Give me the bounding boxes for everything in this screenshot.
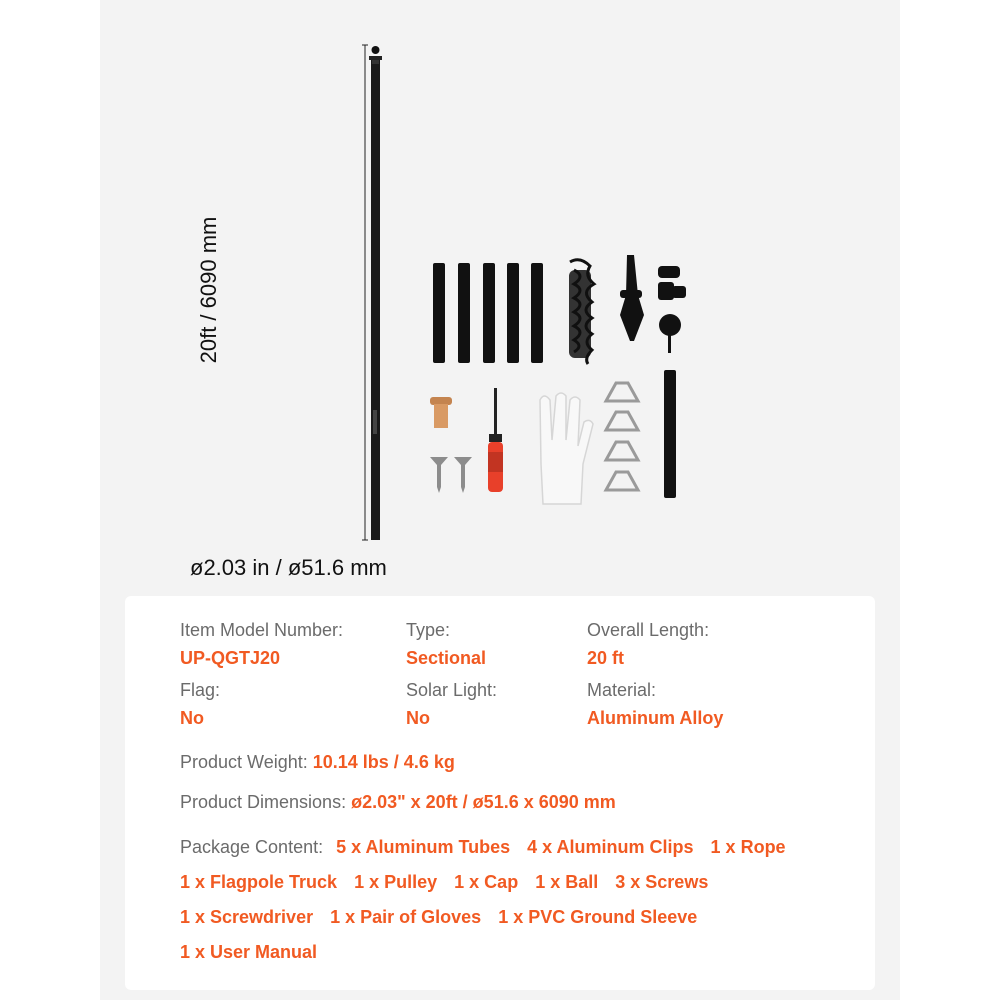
spec-card: Item Model Number: UP-QGTJ20 Type: Secti… [125,596,875,990]
package-item: 1 x Rope [710,837,786,857]
product-illustration [362,44,686,541]
package-item: 1 x Screwdriver [180,907,314,927]
dimensions-label: Product Dimensions: [180,792,347,812]
type-value: Sectional [406,648,487,668]
flag-label: Flag: [180,680,221,700]
model-number-value: UP-QGTJ20 [180,648,281,668]
flag-value: No [180,708,204,728]
rope [569,258,597,365]
overall-length-label: Overall Length: [587,620,710,640]
type-label: Type: [406,620,451,640]
screwdriver [488,388,503,492]
dimensions-value: ø2.03" x 20ft / ø51.6 x 6090 mm [351,792,616,812]
package-line-4: 1 x User Manual [180,942,329,963]
weight-row: Product Weight: 10.14 lbs / 4.6 kg [180,752,455,773]
wood-screws [430,457,472,493]
pvc-ground-sleeve [664,370,676,498]
material-value: Aluminum Alloy [587,708,724,728]
package-item: 1 x User Manual [180,942,318,962]
package-item: 3 x Screws [615,872,709,892]
aluminum-clips [603,381,641,492]
package-line-1: Package Content: 5 x Aluminum Tubes 4 x … [180,837,798,858]
package-item: 1 x Flagpole Truck [180,872,338,892]
diameter-dimension-label: ø2.03 in / ø51.6 mm [190,555,387,580]
flagpole-cleat [620,255,644,341]
package-item: 4 x Aluminum Clips [527,837,694,857]
height-dimension-label: 20ft / 6090 mm [196,216,221,364]
package-item: 1 x Pair of Gloves [330,907,482,927]
aluminum-tubes [433,263,543,363]
weight-label: Product Weight: [180,752,308,772]
solar-light-value: No [406,708,430,728]
package-item: 1 x Ball [535,872,599,892]
package-item: 5 x Aluminum Tubes [336,837,511,857]
package-item: 1 x Pulley [354,872,438,892]
weight-value: 10.14 lbs / 4.6 kg [312,752,455,772]
package-label: Package Content: [180,837,324,857]
flagpole [369,46,382,540]
overall-length-value: 20 ft [587,648,625,668]
package-line-2: 1 x Flagpole Truck 1 x Pulley 1 x Cap 1 … [180,872,720,893]
solar-light-label: Solar Light: [406,680,498,700]
dimensions-row: Product Dimensions: ø2.03" x 20ft / ø51.… [180,792,616,813]
height-dimension-line [362,44,368,541]
package-item: 1 x PVC Ground Sleeve [498,907,698,927]
package-item: 1 x Cap [454,872,519,892]
material-label: Material: [587,680,657,700]
gloves [539,392,594,505]
pulley-cap-ball [658,266,686,353]
model-number-label: Item Model Number: [180,620,344,640]
package-line-3: 1 x Screwdriver 1 x Pair of Gloves 1 x P… [180,907,709,928]
copper-screw [430,397,452,428]
